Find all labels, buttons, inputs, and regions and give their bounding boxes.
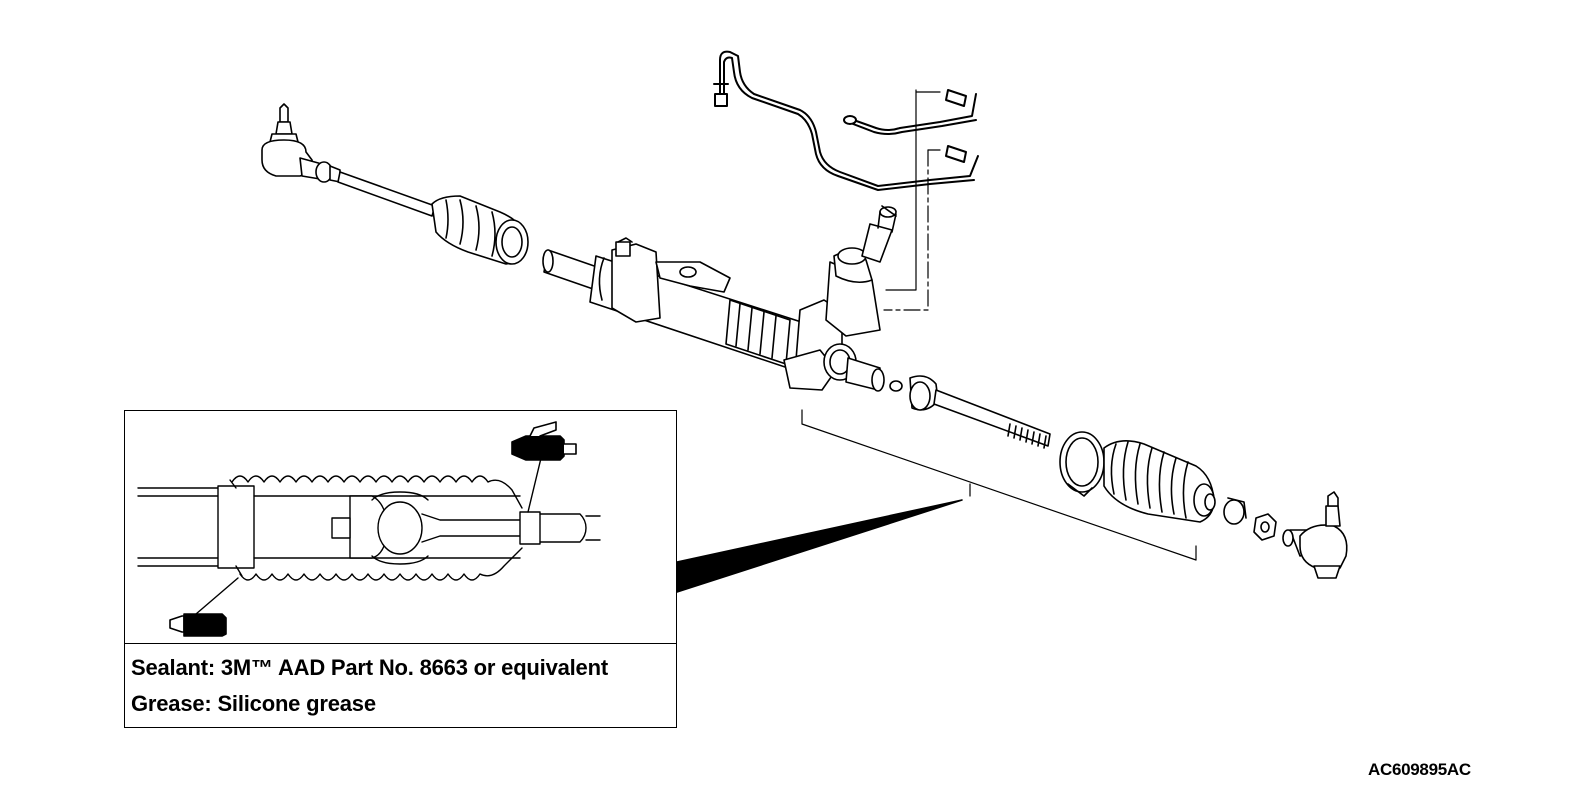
inset-divider — [125, 643, 676, 644]
lock-nut — [1253, 513, 1277, 541]
hydraulic-pressure-lines — [713, 50, 979, 191]
left-tie-rod-end — [261, 103, 341, 183]
sealant-tube-icon — [511, 421, 577, 461]
left-tie-rod — [337, 171, 436, 217]
rack-end-left — [542, 249, 601, 291]
callout-pointer — [676, 499, 963, 593]
subassembly-bracket — [801, 409, 1197, 561]
inset-detail-box: Sealant: 3M™ AAD Part No. 8663 or equiva… — [124, 410, 677, 728]
right-tie-rod-end — [1282, 491, 1348, 579]
right-inner-tie-rod — [889, 375, 1051, 449]
grease-spec-label: Grease: Silicone grease — [131, 691, 376, 716]
gear-housing — [589, 205, 897, 392]
small-boot-clip — [1223, 497, 1247, 525]
inset-boot-detail — [137, 453, 601, 615]
left-bellows-boot — [431, 195, 529, 265]
sealant-spec-label: Sealant: 3M™ AAD Part No. 8663 or equiva… — [131, 655, 608, 680]
right-boot-clamp — [1059, 431, 1105, 497]
pipe-leader-lines — [883, 89, 941, 311]
grease-tube-icon — [169, 613, 227, 637]
right-bellows-boot — [1103, 440, 1216, 523]
figure-id: AC609895AC — [1368, 760, 1471, 779]
